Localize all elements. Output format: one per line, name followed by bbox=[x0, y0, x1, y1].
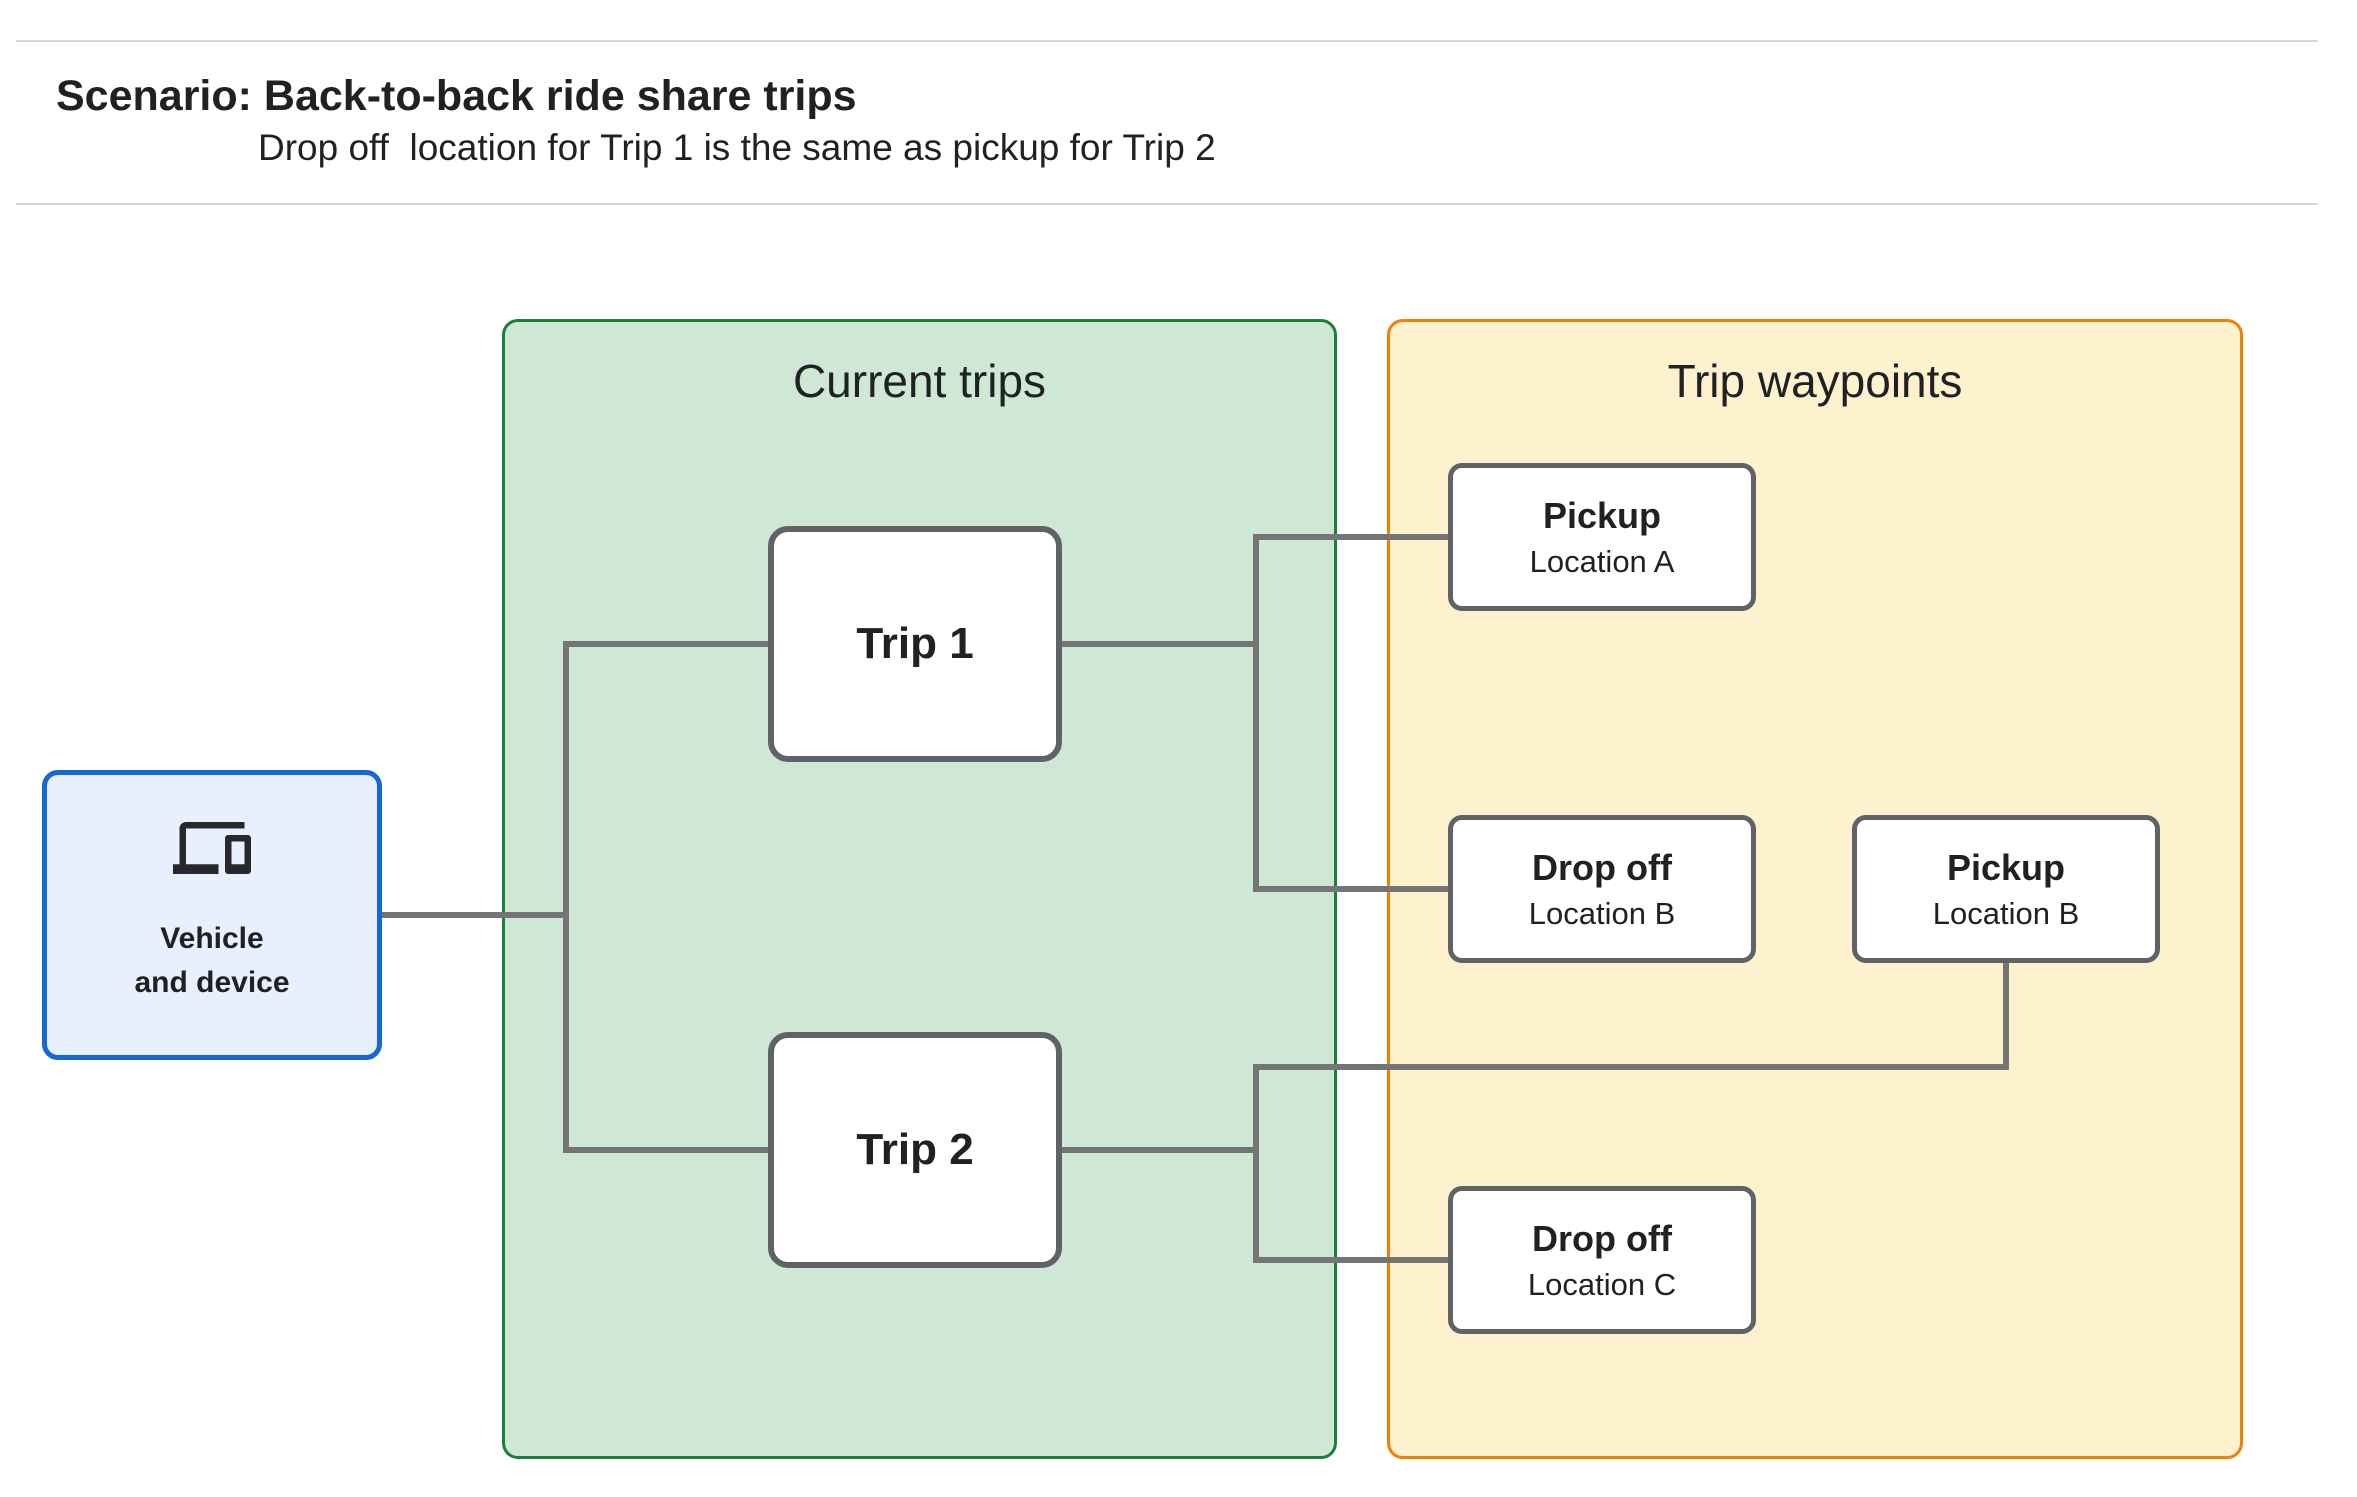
waypoint-pickup-location-a: Pickup Location A bbox=[1448, 463, 1756, 611]
connector-trip2-to-junction bbox=[1062, 1147, 1259, 1153]
header-divider-bottom bbox=[16, 203, 2318, 205]
trip-2-node: Trip 2 bbox=[768, 1032, 1062, 1268]
waypoint-location: Location C bbox=[1527, 1266, 1677, 1302]
trip-1-node: Trip 1 bbox=[768, 526, 1062, 762]
header-divider-top bbox=[16, 40, 2318, 42]
connector-split-vertical bbox=[563, 641, 569, 1153]
connector-trip1-junction-vertical bbox=[1253, 534, 1259, 892]
page-title: Scenario: Back-to-back ride share trips bbox=[56, 72, 857, 120]
waypoint-type: Drop off bbox=[1532, 846, 1672, 888]
waypoint-dropoff-location-c: Drop off Location C bbox=[1448, 1186, 1756, 1334]
connector-to-pickup-b-vertical bbox=[2003, 963, 2009, 1070]
waypoint-type: Pickup bbox=[1542, 494, 1662, 536]
connector-split-to-trip1 bbox=[563, 641, 768, 647]
connector-to-pickup-b-horizontal bbox=[1253, 1064, 2006, 1070]
panel-current-trips: Current trips bbox=[502, 319, 1337, 1459]
vehicle-device-label-line2: and device bbox=[134, 966, 290, 999]
devices-icon bbox=[173, 822, 251, 874]
waypoint-dropoff-location-b: Drop off Location B bbox=[1448, 815, 1756, 963]
waypoint-location: Location B bbox=[1528, 895, 1676, 931]
page-subtitle: Drop off location for Trip 1 is the same… bbox=[258, 127, 1216, 168]
waypoint-pickup-location-b: Pickup Location B bbox=[1852, 815, 2160, 963]
vehicle-device-node: Vehicle and device bbox=[42, 770, 382, 1060]
waypoint-type: Drop off bbox=[1532, 1217, 1672, 1259]
waypoint-type: Pickup bbox=[1946, 846, 2066, 888]
connector-to-dropoff-b bbox=[1253, 886, 1448, 892]
trip-2-label: Trip 2 bbox=[856, 1125, 974, 1174]
trip-1-label: Trip 1 bbox=[856, 619, 974, 668]
vehicle-device-label: Vehicle and device bbox=[134, 917, 289, 1005]
connector-to-dropoff-c bbox=[1253, 1257, 1448, 1263]
connector-split-to-trip2 bbox=[563, 1147, 768, 1153]
connector-trip1-to-junction bbox=[1062, 641, 1259, 647]
panel-trip-waypoints-title: Trip waypoints bbox=[1667, 355, 1963, 407]
waypoint-location: Location A bbox=[1529, 543, 1675, 579]
connector-vehicle-to-split bbox=[382, 912, 569, 918]
vehicle-device-label-line1: Vehicle bbox=[160, 922, 264, 955]
connector-trip2-junction-vertical bbox=[1253, 1064, 1259, 1263]
connector-to-pickup-a bbox=[1253, 534, 1448, 540]
panel-current-trips-title: Current trips bbox=[792, 355, 1047, 407]
waypoint-location: Location B bbox=[1932, 895, 2080, 931]
